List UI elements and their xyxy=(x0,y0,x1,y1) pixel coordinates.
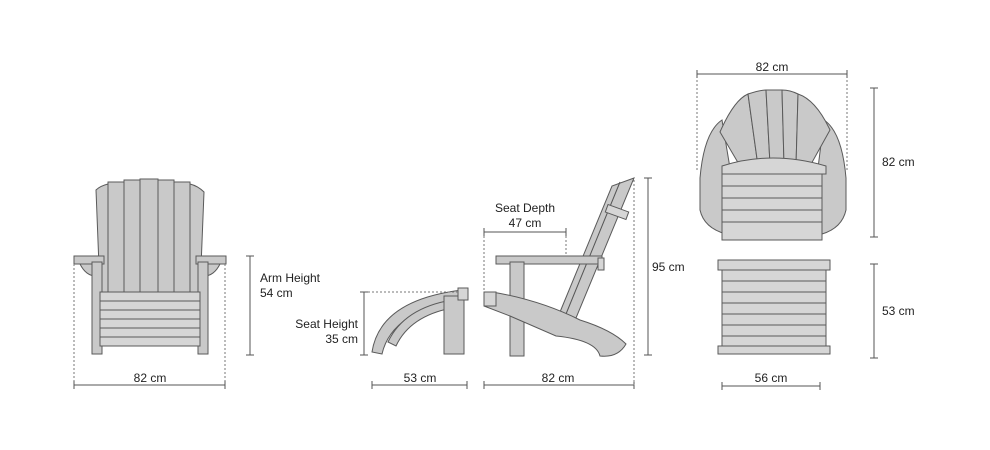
top-depth-label: 82 cm xyxy=(882,155,915,169)
chair-top-view xyxy=(696,70,878,241)
seat-height-value: 35 cm xyxy=(325,332,358,346)
footstool-width-label: 56 cm xyxy=(754,371,788,385)
seat-depth-value: 47 cm xyxy=(508,216,542,230)
footstool-length-label: 53 cm xyxy=(403,371,437,385)
seat-depth-label: Seat Depth xyxy=(494,201,556,215)
arm-height-label: Arm Height xyxy=(260,271,321,285)
footstool-side-view xyxy=(360,287,469,389)
footstool-top-view xyxy=(717,259,878,390)
side-depth-label: 82 cm xyxy=(541,371,575,385)
seat-height-label: Seat Height xyxy=(295,317,358,331)
footstool-depth-label: 53 cm xyxy=(882,304,915,318)
chair-front-view xyxy=(73,178,254,389)
side-height-label: 95 cm xyxy=(652,260,685,274)
front-width-label: 82 cm xyxy=(133,371,167,385)
arm-height-value: 54 cm xyxy=(260,286,293,300)
top-width-label: 82 cm xyxy=(755,60,789,74)
chair-side-view xyxy=(483,177,652,389)
